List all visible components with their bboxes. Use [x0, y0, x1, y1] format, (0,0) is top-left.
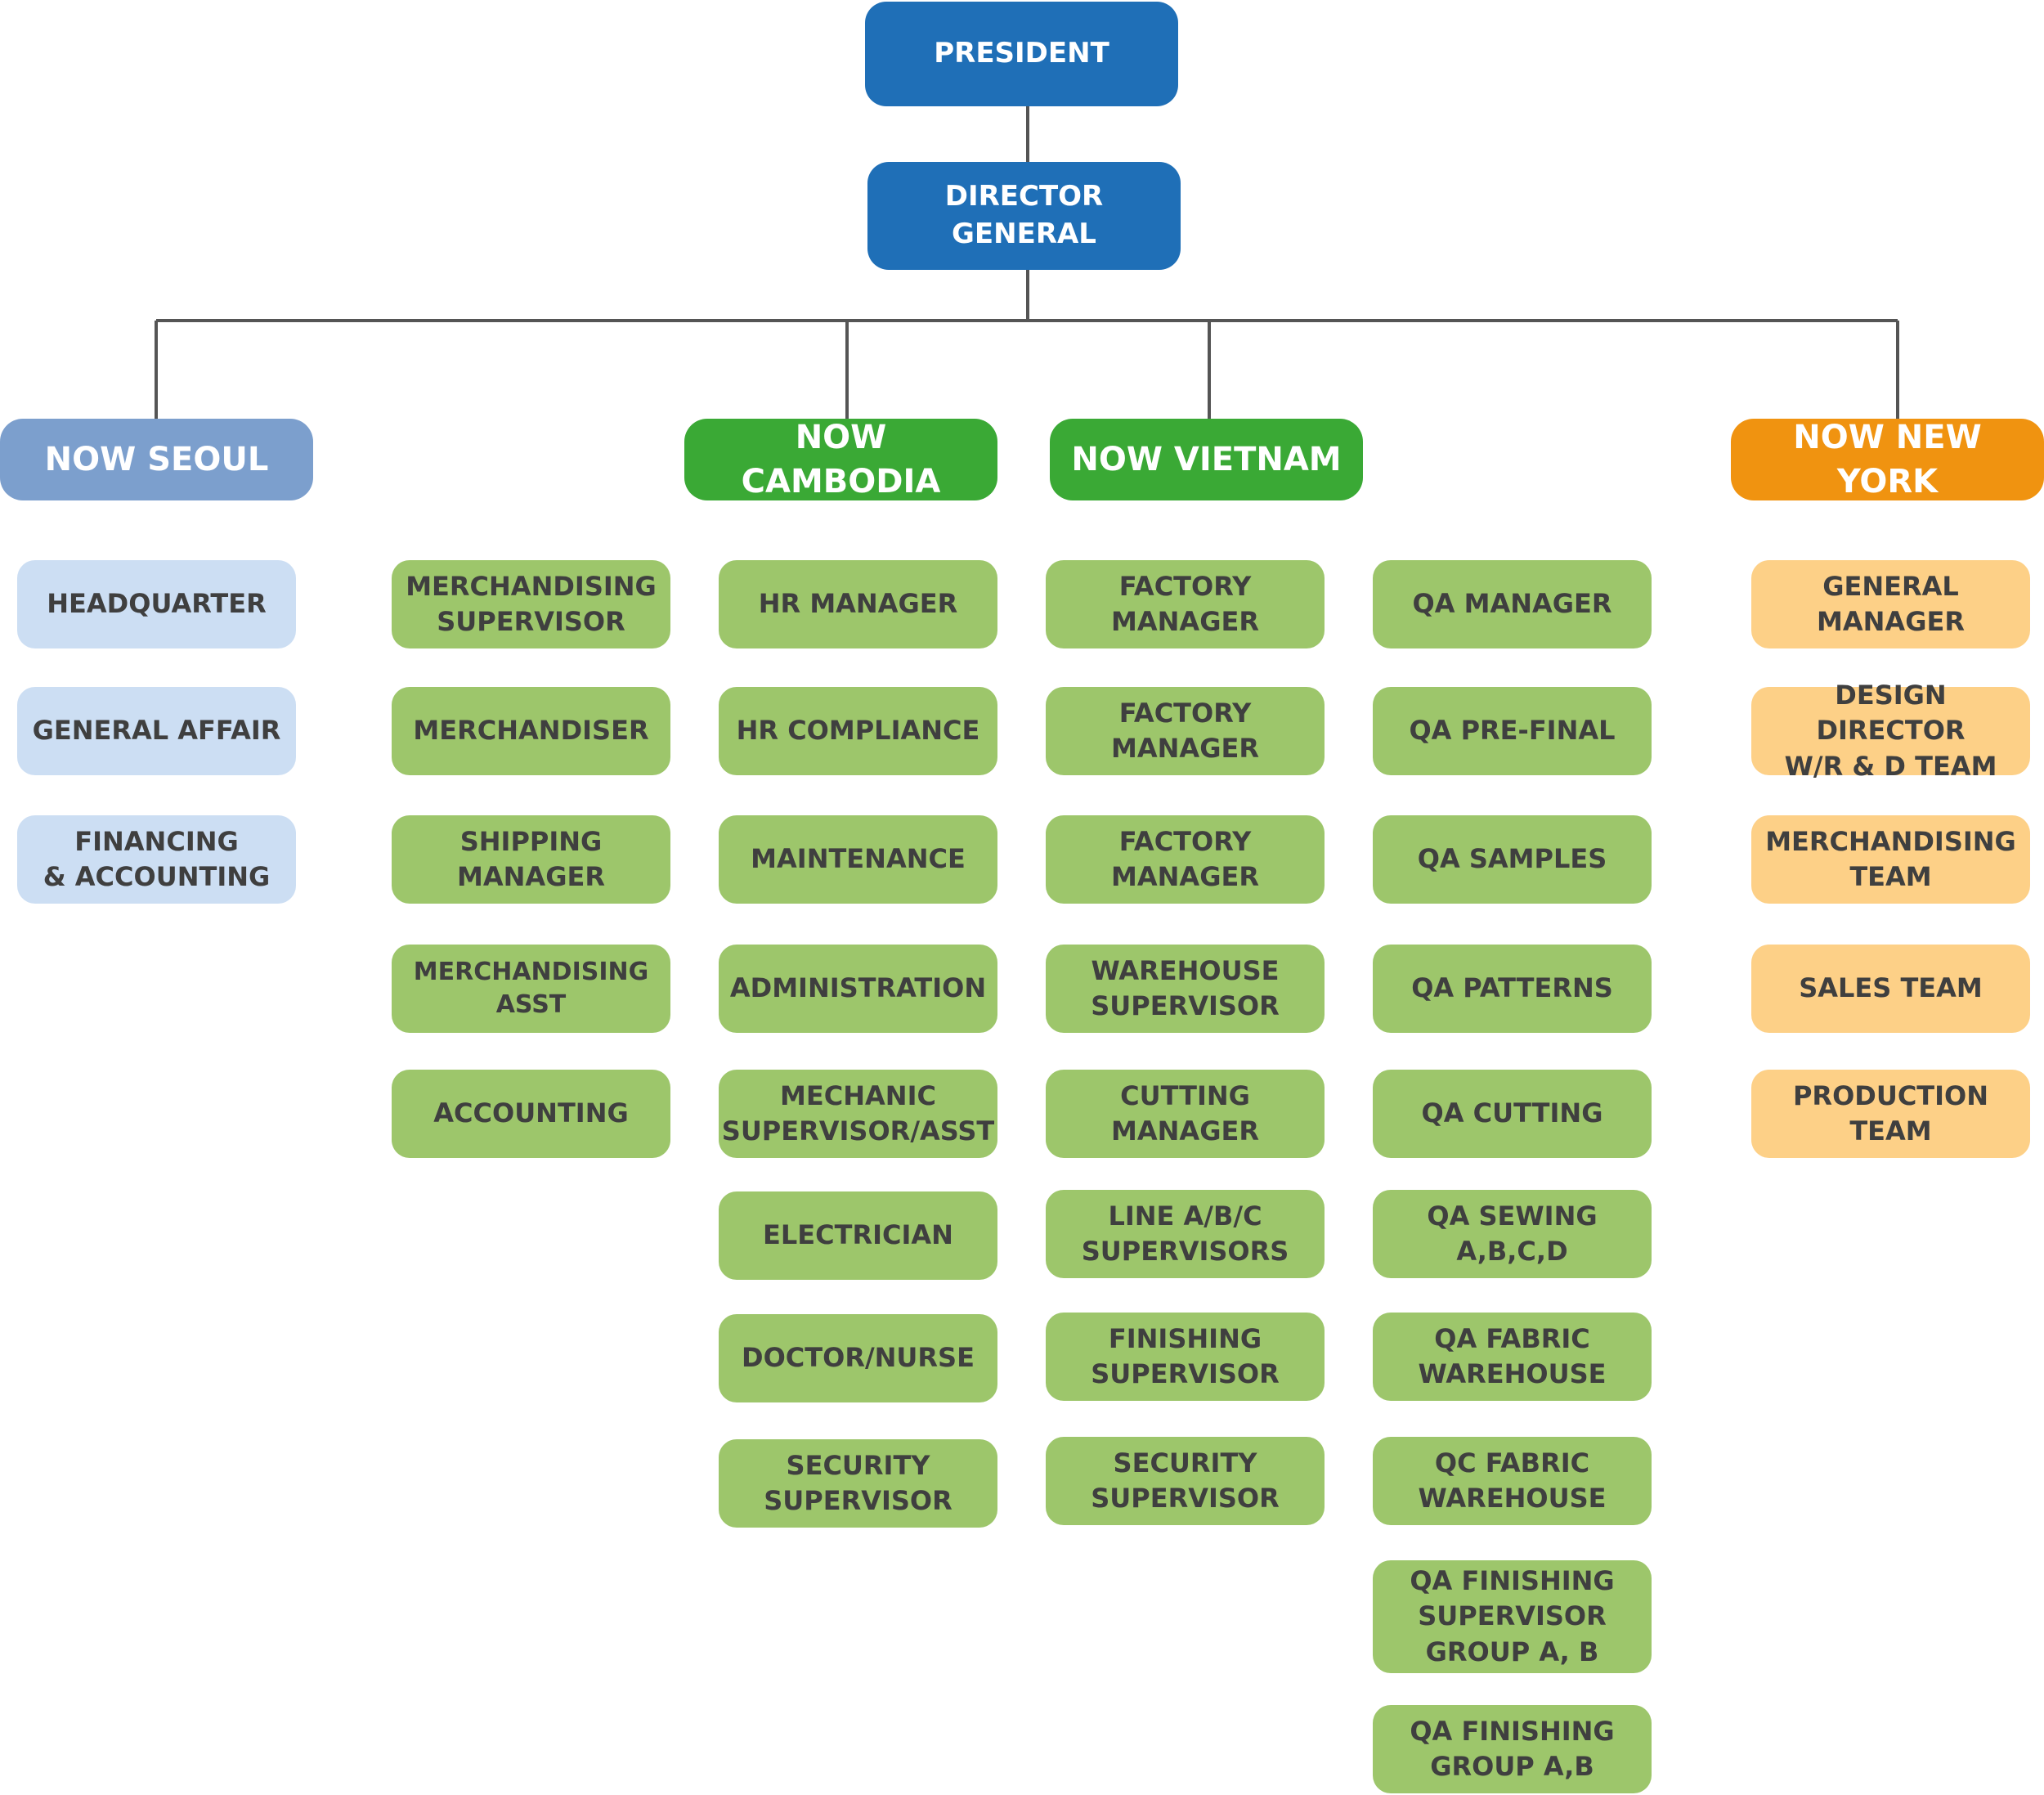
factory-item-6-label: LINE A/B/C SUPERVISORS	[1081, 1200, 1289, 1267]
seoul-item-3: FINANCING & ACCOUNTING	[17, 815, 296, 904]
new-york-item-5: PRODUCTION TEAM	[1751, 1070, 2030, 1158]
hr-item-8: SECURITY SUPERVISOR	[719, 1439, 997, 1528]
qa-item-8-label: QC FABRIC WAREHOUSE	[1418, 1447, 1607, 1514]
qa-item-4: QA PATTERNS	[1373, 945, 1652, 1033]
factory-item-3: FACTORY MANAGER	[1046, 815, 1325, 904]
qa-item-9: QA FINISHING SUPERVISOR GROUP A, B	[1373, 1560, 1652, 1673]
new-york-item-2-label: DESIGN DIRECTOR W/R & D TEAM	[1784, 680, 1997, 782]
merch-item-2: MERCHANDISER	[392, 687, 670, 775]
new-york-item-3-label: MERCHANDISING TEAM	[1765, 825, 2016, 892]
region-new-york-label: NOW NEW YORK	[1793, 419, 1982, 500]
factory-item-1: FACTORY MANAGER	[1046, 560, 1325, 648]
hr-item-7-label: DOCTOR/NURSE	[742, 1342, 975, 1374]
new-york-item-1: GENERAL MANAGER	[1751, 560, 2030, 648]
new-york-item-4: SALES TEAM	[1751, 945, 2030, 1033]
region-vietnam-label: NOW VIETNAM	[1071, 441, 1342, 478]
factory-item-6: LINE A/B/C SUPERVISORS	[1046, 1190, 1325, 1278]
merch-item-1: MERCHANDISING SUPERVISOR	[392, 560, 670, 648]
merch-item-4: MERCHANDISING ASST	[392, 945, 670, 1033]
hr-item-5: MECHANIC SUPERVISOR/ASST	[719, 1070, 997, 1158]
hr-item-1-label: HR MANAGER	[758, 588, 958, 620]
new-york-item-3: MERCHANDISING TEAM	[1751, 815, 2030, 904]
factory-item-8-label: SECURITY SUPERVISOR	[1091, 1447, 1280, 1514]
factory-item-2: FACTORY MANAGER	[1046, 687, 1325, 775]
merch-item-3-label: SHIPPING MANAGER	[457, 825, 605, 892]
director-general-box: DIRECTOR GENERAL	[867, 162, 1181, 270]
region-seoul-label: NOW SEOUL	[44, 441, 269, 478]
qa-item-9-label: QA FINISHING SUPERVISOR GROUP A, B	[1410, 1565, 1615, 1667]
qa-item-8: QC FABRIC WAREHOUSE	[1373, 1437, 1652, 1525]
factory-item-4-label: WAREHOUSE SUPERVISOR	[1091, 954, 1280, 1021]
hr-item-6: ELECTRICIAN	[719, 1191, 997, 1280]
new-york-item-2: DESIGN DIRECTOR W/R & D TEAM	[1751, 680, 2030, 782]
qa-item-1: QA MANAGER	[1373, 560, 1652, 648]
qa-item-4-label: QA PATTERNS	[1411, 972, 1613, 1004]
factory-item-7-label: FINISHING SUPERVISOR	[1091, 1322, 1280, 1389]
president-box: PRESIDENT	[865, 2, 1178, 106]
factory-item-3-label: FACTORY MANAGER	[1111, 825, 1259, 892]
qa-item-6: QA SEWING A,B,C,D	[1373, 1190, 1652, 1278]
seoul-item-2-label: GENERAL AFFAIR	[32, 715, 281, 747]
qa-item-10: QA FINISHING GROUP A,B	[1373, 1705, 1652, 1793]
qa-item-10-label: QA FINISHING GROUP A,B	[1410, 1715, 1615, 1782]
qa-item-2: QA PRE-FINAL	[1373, 687, 1652, 775]
director-general-label: DIRECTOR GENERAL	[944, 180, 1104, 250]
new-york-item-4-label: SALES TEAM	[1799, 972, 1983, 1004]
seoul-item-1: HEADQUARTER	[17, 560, 296, 648]
qa-item-3-label: QA SAMPLES	[1417, 843, 1607, 875]
factory-item-5-label: CUTTING MANAGER	[1111, 1079, 1259, 1147]
merch-item-3: SHIPPING MANAGER	[392, 815, 670, 904]
hr-item-2: HR COMPLIANCE	[719, 687, 997, 775]
qa-item-7: QA FABRIC WAREHOUSE	[1373, 1313, 1652, 1401]
factory-item-7: FINISHING SUPERVISOR	[1046, 1313, 1325, 1401]
qa-item-1-label: QA MANAGER	[1412, 588, 1612, 620]
seoul-item-2: GENERAL AFFAIR	[17, 687, 296, 775]
president-label: PRESIDENT	[934, 37, 1109, 70]
qa-item-5-label: QA CUTTING	[1421, 1097, 1603, 1129]
seoul-item-1-label: HEADQUARTER	[47, 588, 267, 620]
merch-item-1-label: MERCHANDISING SUPERVISOR	[406, 570, 657, 637]
region-vietnam-header: NOW VIETNAM	[1050, 419, 1363, 500]
hr-item-5-label: MECHANIC SUPERVISOR/ASST	[721, 1079, 995, 1147]
qa-item-2-label: QA PRE-FINAL	[1409, 715, 1616, 747]
hr-item-1: HR MANAGER	[719, 560, 997, 648]
new-york-item-1-label: GENERAL MANAGER	[1817, 570, 1965, 637]
hr-item-4-label: ADMINISTRATION	[729, 972, 987, 1004]
qa-item-7-label: QA FABRIC WAREHOUSE	[1418, 1322, 1607, 1389]
hr-item-3-label: MAINTENANCE	[751, 843, 966, 875]
merch-item-2-label: MERCHANDISER	[413, 715, 649, 747]
qa-item-5: QA CUTTING	[1373, 1070, 1652, 1158]
region-new-york-header: NOW NEW YORK	[1731, 419, 2044, 500]
merch-item-4-label: MERCHANDISING ASST	[413, 957, 649, 1020]
region-cambodia-header: NOW CAMBODIA	[684, 419, 997, 500]
factory-item-1-label: FACTORY MANAGER	[1111, 570, 1259, 637]
seoul-item-3-label: FINANCING & ACCOUNTING	[43, 825, 271, 892]
qa-item-3: QA SAMPLES	[1373, 815, 1652, 904]
factory-item-8: SECURITY SUPERVISOR	[1046, 1437, 1325, 1525]
factory-item-5: CUTTING MANAGER	[1046, 1070, 1325, 1158]
factory-item-4: WAREHOUSE SUPERVISOR	[1046, 945, 1325, 1033]
merch-item-5-label: ACCOUNTING	[433, 1097, 629, 1129]
hr-item-3: MAINTENANCE	[719, 815, 997, 904]
region-cambodia-label: NOW CAMBODIA	[741, 419, 941, 500]
merch-item-5: ACCOUNTING	[392, 1070, 670, 1158]
factory-item-2-label: FACTORY MANAGER	[1111, 697, 1259, 764]
qa-item-6-label: QA SEWING A,B,C,D	[1427, 1200, 1598, 1267]
hr-item-2-label: HR COMPLIANCE	[736, 715, 980, 747]
hr-item-8-label: SECURITY SUPERVISOR	[764, 1449, 953, 1516]
hr-item-6-label: ELECTRICIAN	[763, 1219, 953, 1251]
hr-item-7: DOCTOR/NURSE	[719, 1314, 997, 1402]
region-seoul-header: NOW SEOUL	[0, 419, 313, 500]
new-york-item-5-label: PRODUCTION TEAM	[1792, 1079, 1989, 1147]
hr-item-4: ADMINISTRATION	[719, 945, 997, 1033]
